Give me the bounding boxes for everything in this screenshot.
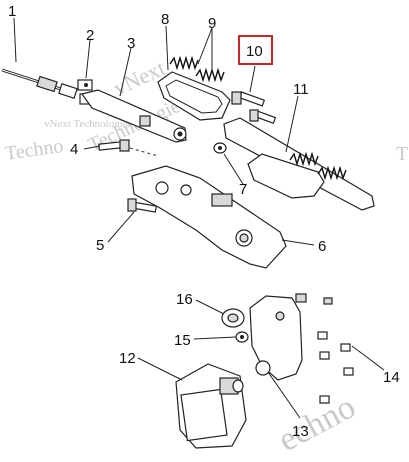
- linkage-arm-part: [80, 89, 187, 143]
- callout-10: 10: [246, 43, 263, 60]
- actuator-motor-part: [175, 363, 247, 449]
- callout-7: 7: [239, 181, 247, 198]
- mounting-bracket-part: [249, 293, 333, 381]
- callout-6: 6: [318, 238, 326, 255]
- screws-part: [317, 331, 354, 404]
- callout-15: 15: [174, 332, 191, 349]
- bolt-part: [98, 139, 159, 157]
- callout-11: 11: [293, 81, 309, 98]
- watermark-top: vNext Technologies: [44, 118, 132, 130]
- watermark-diag1: vNext: [110, 55, 169, 100]
- callout-16: 16: [176, 291, 193, 308]
- bushing-part: [213, 142, 227, 154]
- callout-5: 5: [96, 237, 104, 254]
- callout-13: 13: [292, 423, 309, 440]
- callout-14: 14: [383, 369, 400, 386]
- cable-rod-part: [1, 68, 78, 99]
- callout-2: 2: [86, 27, 94, 44]
- leader-lines: [13, 17, 385, 419]
- highlight-box: [238, 35, 273, 65]
- small-bushing-part: [235, 331, 249, 343]
- watermark-faint-right: T: [396, 143, 408, 165]
- spring-linkage-part: [223, 117, 375, 211]
- watermark-bottom: echno: [272, 388, 361, 459]
- watermark-faint-left: Techno: [4, 135, 65, 165]
- bolt-5-part: [127, 198, 158, 213]
- callout-12: 12: [119, 350, 136, 367]
- spring-clip-part: [157, 71, 231, 121]
- callout-1: 1: [8, 3, 16, 20]
- callout-8: 8: [161, 11, 169, 28]
- bolt-10-part: [231, 91, 277, 125]
- callout-9: 9: [208, 15, 216, 32]
- grommet-part: [221, 308, 245, 328]
- springs-part: [169, 55, 225, 83]
- callout-4: 4: [70, 141, 78, 158]
- callout-3: 3: [127, 35, 135, 52]
